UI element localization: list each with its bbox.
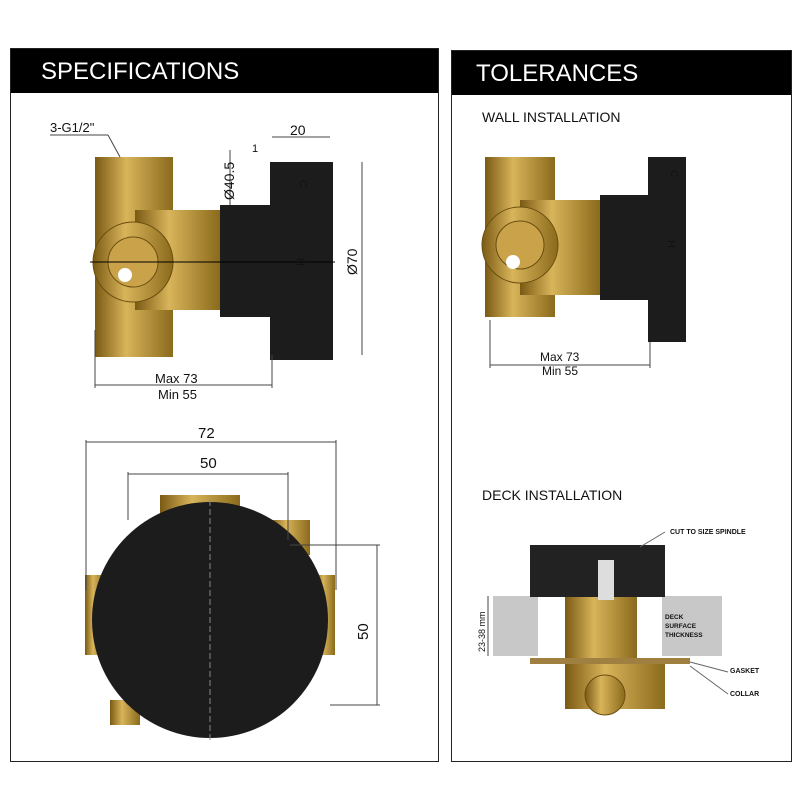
thickness-label-1: DECK xyxy=(665,614,684,621)
dim-height: 50 xyxy=(355,623,372,640)
thickness-label-2: SURFACE xyxy=(665,623,697,630)
side-view-drawing: C H 3-G1/2" 20 1 Ø40.5 Ø70 Max 73 Min 55 xyxy=(50,120,363,402)
dim-gap: 1 xyxy=(252,143,258,155)
cold-marking: C xyxy=(297,180,308,187)
wall-dim-min: Min 55 xyxy=(542,364,578,378)
thickness-label-3: THICKNESS xyxy=(665,632,703,639)
wall-dim-max: Max 73 xyxy=(540,350,580,364)
spindle-label: CUT TO SIZE SPINDLE xyxy=(670,529,746,536)
dim-max: Max 73 xyxy=(155,371,198,386)
deck-installation-heading: DECK INSTALLATION xyxy=(482,487,623,503)
front-view-drawing: 72 50 50 xyxy=(85,425,380,740)
thread-label: 3-G1/2" xyxy=(50,120,95,135)
collar-label: COLLAR xyxy=(730,691,759,698)
specifications-header: SPECIFICATIONS xyxy=(11,49,438,93)
dim-cover-depth: 20 xyxy=(290,122,306,138)
gasket-label: GASKET xyxy=(730,668,760,675)
dim-body-diameter: Ø40.5 xyxy=(221,162,237,200)
deck-installation-drawing: CUT TO SIZE SPINDLE DECK SURFACE THICKNE… xyxy=(477,529,760,716)
body-sleeve xyxy=(220,205,270,317)
cover-plate xyxy=(270,162,333,360)
dim-min: Min 55 xyxy=(158,387,197,402)
thickness-range: 23-38 mm xyxy=(477,611,487,652)
wall-hot-marking: H xyxy=(665,240,677,248)
dim-cover-diameter: Ø70 xyxy=(344,248,360,275)
wall-installation-heading: WALL INSTALLATION xyxy=(482,109,621,125)
dim-inner-width: 50 xyxy=(200,455,217,472)
wall-cold-marking: C xyxy=(668,170,679,177)
wall-installation-drawing: C H Max 73 Min 55 xyxy=(481,157,686,378)
tolerances-header: TOLERANCES xyxy=(452,51,791,95)
dim-overall-width: 72 xyxy=(198,425,215,442)
